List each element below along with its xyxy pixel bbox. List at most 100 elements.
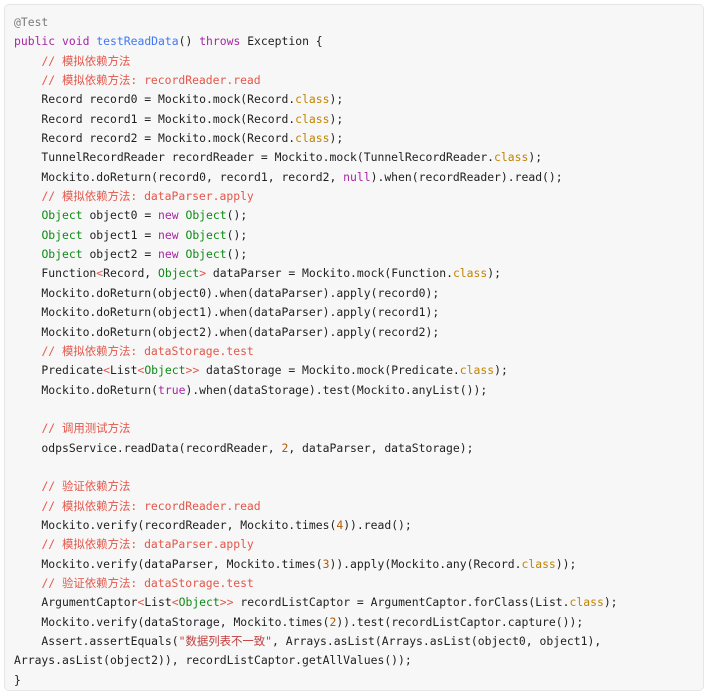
number-token: 4 xyxy=(336,517,344,532)
code-line: ​ xyxy=(14,400,618,419)
code-line: // 调用测试方法 xyxy=(14,419,618,438)
comment-token: >> xyxy=(185,363,200,378)
code-token: object2 = xyxy=(82,247,159,262)
comment-token: < xyxy=(96,266,104,281)
code-token xyxy=(55,34,62,48)
comment-token: < xyxy=(171,595,179,610)
comment-token: // 模拟依赖方法: recordReader.read xyxy=(41,73,261,88)
comment-token: < xyxy=(137,595,145,610)
type-token: Object xyxy=(41,208,83,223)
keyword-token: new xyxy=(158,247,179,262)
code-token: Mockito.verify(dataStorage, Mockito.time… xyxy=(14,614,330,629)
code-line: TunnelRecordReader recordReader = Mockit… xyxy=(14,148,618,167)
code-line: odpsService.readData(recordReader, 2, da… xyxy=(14,439,618,458)
comment-token: < xyxy=(137,363,145,378)
code-token: Mockito.doReturn( xyxy=(14,382,159,397)
code-token: ); xyxy=(528,150,543,165)
code-line: Mockito.verify(recordReader, Mockito.tim… xyxy=(14,516,618,535)
code-line: Assert.assertEquals("数据列表不一致", Arrays.as… xyxy=(14,632,618,651)
code-line: // 验证依赖方法 xyxy=(14,477,618,496)
code-token: ); xyxy=(603,595,618,610)
code-line: // 模拟依赖方法: recordReader.read xyxy=(14,497,618,516)
code-token: } xyxy=(14,672,21,687)
type-token: Object xyxy=(185,247,227,262)
number-token: 2 xyxy=(281,440,289,455)
type-token: Object xyxy=(185,208,227,223)
class-keyword-token: class xyxy=(452,266,488,281)
class-keyword-token: class xyxy=(521,556,556,571)
comment-token: // 验证依赖方法 xyxy=(41,479,131,494)
code-token: )).read(); xyxy=(343,517,412,532)
code-line: Arrays.asList(object2)), recordListCapto… xyxy=(14,651,618,670)
code-line: Mockito.doReturn(record0, record1, recor… xyxy=(14,168,618,187)
code-token: List xyxy=(144,595,172,610)
code-token: ).when(dataStorage).test(Mockito.anyList… xyxy=(185,382,488,397)
number-token: 2 xyxy=(329,614,337,629)
code-line: Mockito.verify(dataStorage, Mockito.time… xyxy=(14,613,618,632)
code-line: public void testReadData() throws Except… xyxy=(14,32,618,51)
code-line: ​ xyxy=(14,458,618,477)
code-token: (); xyxy=(226,247,248,262)
comment-token: // 模拟依赖方法: dataStorage.test xyxy=(41,343,254,358)
code-line: Mockito.doReturn(true).when(dataStorage)… xyxy=(14,381,618,400)
code-token xyxy=(14,54,41,68)
type-token: Object xyxy=(185,227,227,242)
code-token: ArgumentCaptor xyxy=(14,595,138,610)
code-token: List xyxy=(110,363,138,378)
code-token: , Arrays.asList(Arrays.asList(object0, o… xyxy=(272,634,602,648)
code-token: ); xyxy=(329,111,344,126)
code-token: Mockito.doReturn(object1).when(dataParse… xyxy=(14,305,440,320)
class-keyword-token: class xyxy=(459,363,495,378)
code-token xyxy=(14,537,41,551)
code-line: // 模拟依赖方法: recordReader.read xyxy=(14,71,618,90)
number-token: 3 xyxy=(322,556,330,571)
code-token: odpsService.readData(recordReader, xyxy=(14,440,282,455)
code-line: Mockito.verify(dataParser, Mockito.times… xyxy=(14,555,618,574)
code-token xyxy=(14,73,41,87)
code-token xyxy=(14,479,41,493)
code-token: dataParser = Mockito.mock(Function. xyxy=(206,266,453,281)
comment-token: // 调用测试方法 xyxy=(41,421,131,436)
class-keyword-token: class xyxy=(295,131,330,146)
keyword-token: throws xyxy=(199,34,241,49)
keyword-token: void xyxy=(62,34,90,49)
code-token xyxy=(14,344,41,358)
code-token xyxy=(14,208,41,222)
class-keyword-token: class xyxy=(295,111,330,126)
code-token: Record record2 = Mockito.mock(Record. xyxy=(14,131,296,146)
type-token: Object xyxy=(41,247,83,262)
code-line: Record record0 = Mockito.mock(Record.cla… xyxy=(14,90,618,109)
code-line: Mockito.doReturn(object0).when(dataParse… xyxy=(14,284,618,303)
comment-token: // 模拟依赖方法: dataParser.apply xyxy=(41,189,254,204)
code-token: object0 = xyxy=(82,208,159,223)
type-token: Object xyxy=(144,363,186,378)
code-line: // 模拟依赖方法: dataStorage.test xyxy=(14,342,618,361)
code-line: Object object1 = new Object(); xyxy=(14,226,618,245)
code-token: Record record1 = Mockito.mock(Record. xyxy=(14,111,296,126)
comment-token: // 验证依赖方法: dataStorage.test xyxy=(41,575,254,590)
comment-token: // 模拟依赖方法: dataParser.apply xyxy=(41,537,254,552)
code-token: Assert.assertEquals( xyxy=(14,634,179,648)
type-token: Object xyxy=(158,266,200,281)
keyword-token: new xyxy=(158,227,179,242)
code-token xyxy=(14,421,41,435)
code-line: // 模拟依赖方法: dataParser.apply xyxy=(14,187,618,206)
comment-token: > xyxy=(199,266,207,281)
code-token xyxy=(14,247,41,261)
code-token: )); xyxy=(555,556,577,571)
code-token: ).when(recordReader).read(); xyxy=(370,169,563,184)
code-token: dataStorage = Mockito.mock(Predicate. xyxy=(199,363,460,378)
code-token: ); xyxy=(329,131,344,146)
code-token: ); xyxy=(494,363,508,378)
code-token: , dataParser, dataStorage); xyxy=(288,440,474,455)
code-token: TunnelRecordReader recordReader = Mockit… xyxy=(14,150,495,165)
keyword-token: public xyxy=(14,34,56,49)
code-line: @Test xyxy=(14,13,618,32)
code-token: )).test(recordListCaptor.capture()); xyxy=(336,614,584,629)
code-token: Mockito.verify(recordReader, Mockito.tim… xyxy=(14,517,337,532)
keyword-token: null xyxy=(343,169,371,184)
code-token: (); xyxy=(226,208,248,223)
code-line: // 模拟依赖方法: dataParser.apply xyxy=(14,535,618,554)
comment-token: >> xyxy=(219,595,234,610)
